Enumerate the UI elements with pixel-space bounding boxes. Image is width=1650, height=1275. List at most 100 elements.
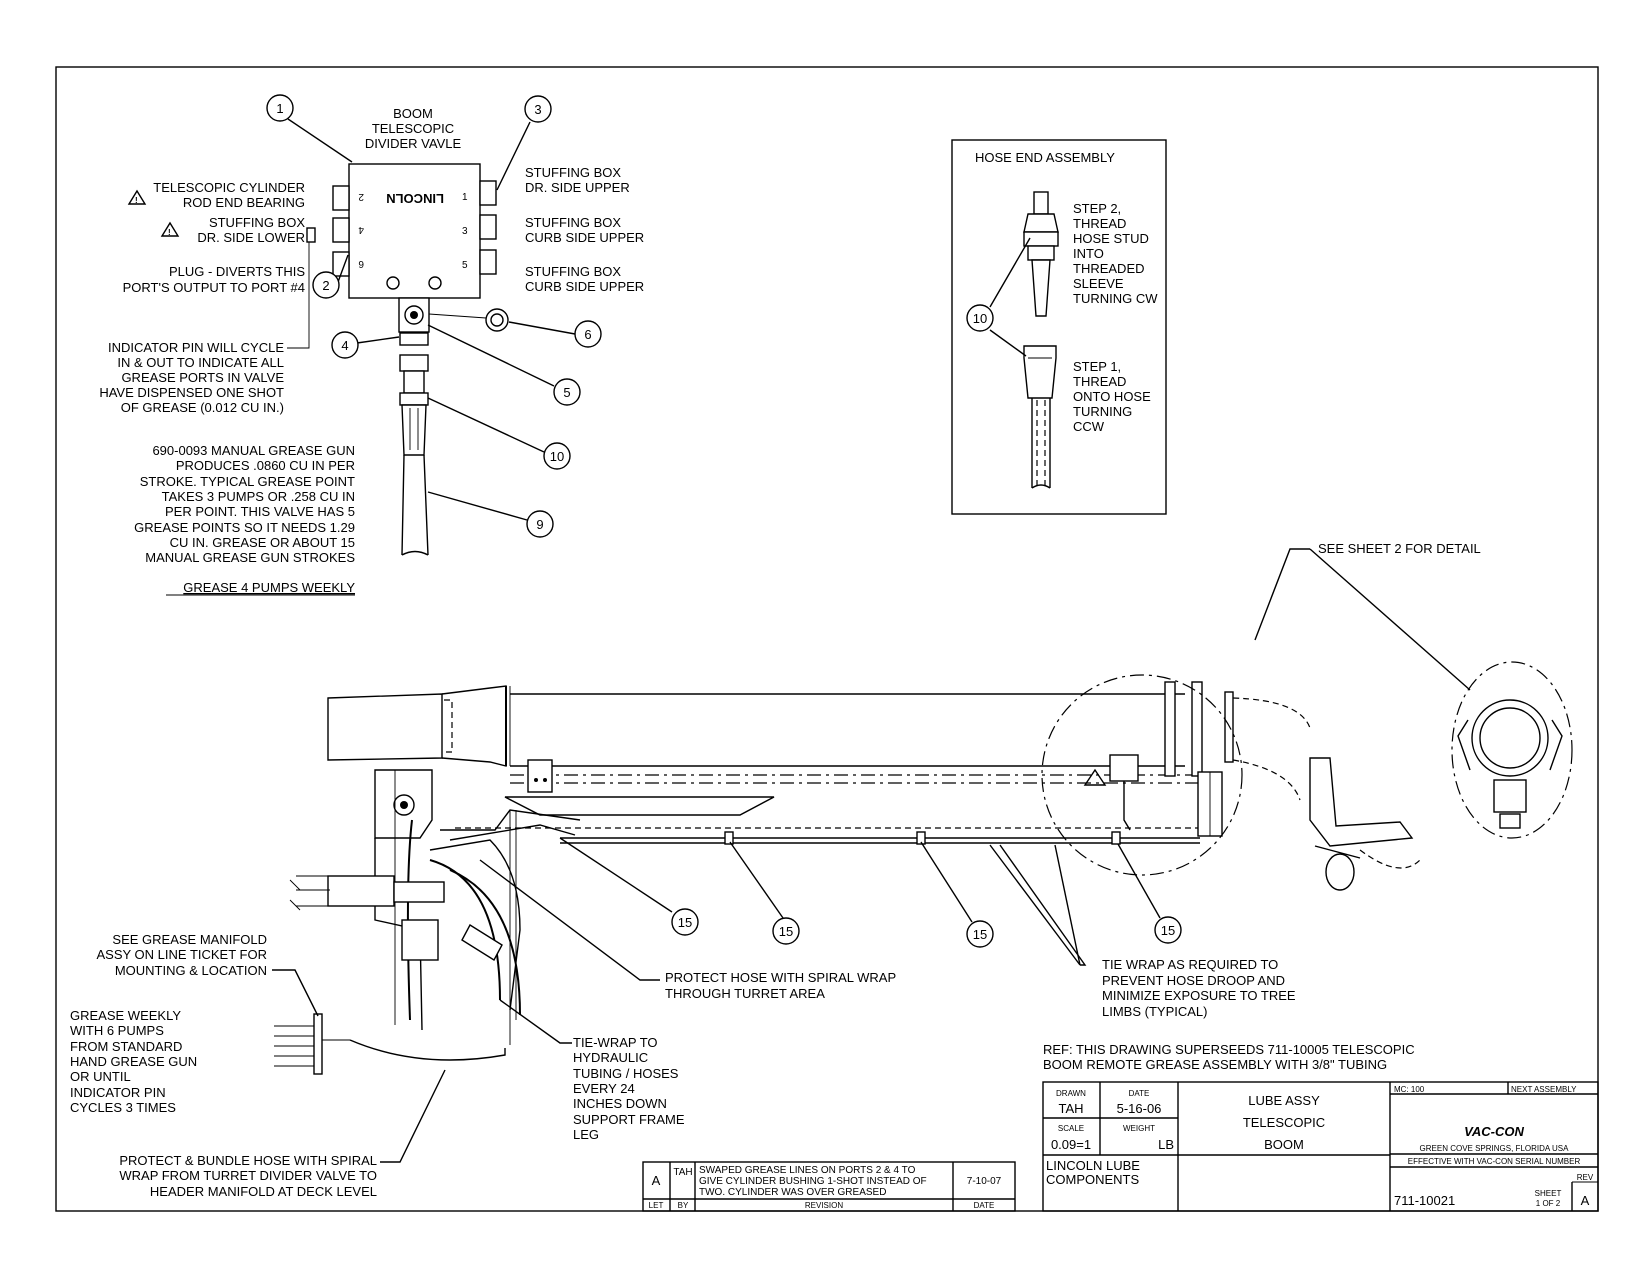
next-assembly: NEXT ASSEMBLY (1511, 1085, 1577, 1094)
callout-15 (1154, 916, 1182, 944)
hose-end-title: HOSE END ASSEMBLY (975, 150, 1115, 165)
callout-6 (574, 320, 602, 348)
svg-text:PROTECT HOSE WITH SPIRAL WRAP: PROTECT HOSE WITH SPIRAL WRAP (665, 970, 896, 985)
component-1: LINCOLN LUBE (1046, 1158, 1140, 1173)
svg-text:4: 4 (341, 338, 348, 353)
svg-text:ASSY ON LINE TICKET FOR: ASSY ON LINE TICKET FOR (97, 947, 268, 962)
see-sheet-2-note: SEE SHEET 2 FOR DETAIL (1318, 541, 1481, 556)
svg-text:6: 6 (584, 327, 591, 342)
svg-text:GREASE PORTS IN VALVE: GREASE PORTS IN VALVE (121, 370, 284, 385)
callout-15 (772, 917, 800, 945)
svg-text:WEIGHT: WEIGHT (1123, 1124, 1155, 1133)
svg-text:SEE GREASE MANIFOLD: SEE GREASE MANIFOLD (112, 932, 267, 947)
svg-text:OR UNTIL: OR UNTIL (70, 1069, 131, 1084)
company-location: GREEN COVE SPRINGS, FLORIDA USA (1420, 1144, 1570, 1153)
svg-text:MOUNTING & LOCATION: MOUNTING & LOCATION (115, 963, 267, 978)
svg-text:REVISION: REVISION (805, 1201, 843, 1210)
svg-text:INDICATOR PIN WILL CYCLE: INDICATOR PIN WILL CYCLE (108, 340, 284, 355)
title-block: DRAWN TAH DATE 5-16-06 SCALE 0.09=1 WEIG… (1042, 1081, 1599, 1212)
svg-text:CU IN. GREASE OR ABOUT 15: CU IN. GREASE OR ABOUT 15 (170, 535, 355, 550)
port-label-2: 2 (358, 191, 364, 202)
valve-title-line-1: BOOM (393, 106, 433, 121)
svg-text:15: 15 (973, 927, 987, 942)
svg-text:TIE-WRAP TO: TIE-WRAP TO (573, 1035, 658, 1050)
svg-text:SWAPED GREASE LINES ON PORTS 2: SWAPED GREASE LINES ON PORTS 2 & 4 TO (699, 1165, 916, 1176)
revision-by: TAH (673, 1167, 692, 1178)
callout-4 (331, 331, 359, 359)
end-view-detail (1451, 661, 1573, 839)
effective-serial: EFFECTIVE WITH VAC-CON SERIAL NUMBER (1408, 1157, 1581, 1166)
label-plug-2: PORT'S OUTPUT TO PORT #4 (123, 280, 305, 295)
grease-gun-note: 690-0093 MANUAL GREASE GUN PRODUCES .086… (134, 443, 355, 565)
svg-text:PROTECT & BUNDLE HOSE WITH SPI: PROTECT & BUNDLE HOSE WITH SPIRAL (119, 1153, 377, 1168)
svg-text:HOSE STUD: HOSE STUD (1073, 231, 1149, 246)
drawing-title-2: TELESCOPIC (1243, 1115, 1325, 1130)
valve-brand: LINCOLN (386, 191, 444, 206)
svg-text:MINIMIZE EXPOSURE TO TREE: MINIMIZE EXPOSURE TO TREE (1102, 988, 1296, 1003)
svg-text:TUBING / HOSES: TUBING / HOSES (573, 1066, 679, 1081)
label-rod-end-2: ROD END BEARING (183, 195, 305, 210)
revision-value: A (1581, 1193, 1590, 1208)
zerk-fitting (485, 308, 509, 332)
boom-assembly: 15 15 15 15 SEE SHEET 2 FOR DETAIL PROTE… (70, 541, 1573, 1199)
svg-text:TAKES 3 PUMPS OR .258 CU IN: TAKES 3 PUMPS OR .258 CU IN (162, 489, 355, 504)
tie-wrap-required-note: TIE WRAP AS REQUIRED TO PREVENT HOSE DRO… (1102, 957, 1296, 1019)
callout-2 (312, 271, 340, 299)
svg-text:CYCLES 3 TIMES: CYCLES 3 TIMES (70, 1100, 176, 1115)
hose-end-fitting (401, 404, 427, 456)
callout-1 (266, 94, 294, 122)
warning-icon (1083, 768, 1107, 786)
svg-text:THROUGH TURRET AREA: THROUGH TURRET AREA (665, 986, 825, 1001)
manifold-note: SEE GREASE MANIFOLD ASSY ON LINE TICKET … (97, 932, 268, 978)
grease-weekly-note: GREASE 4 PUMPS WEEKLY (183, 580, 355, 595)
svg-text:FROM STANDARD: FROM STANDARD (70, 1039, 182, 1054)
callout-15 (671, 908, 699, 936)
svg-text:ONTO HOSE: ONTO HOSE (1073, 389, 1151, 404)
svg-text:BOOM REMOTE GREASE ASSEMBLY WI: BOOM REMOTE GREASE ASSEMBLY WITH 3/8" TU… (1043, 1057, 1387, 1072)
label-stuffing-curb-4: CURB SIDE UPPER (525, 279, 644, 294)
valve-title-line-3: DIVIDER VAVLE (365, 136, 462, 151)
protect-spiral-note: PROTECT HOSE WITH SPIRAL WRAP THROUGH TU… (665, 970, 896, 1001)
svg-text:TURNING CW: TURNING CW (1073, 291, 1158, 306)
step-2-note: STEP 2, THREAD HOSE STUD INTO THREADED S… (1073, 201, 1158, 306)
svg-text:TIE WRAP AS REQUIRED TO: TIE WRAP AS REQUIRED TO (1102, 957, 1278, 972)
divider-valve-detail: BOOM TELESCOPIC DIVIDER VAVLE LINCOLN 2 … (99, 94, 644, 596)
tie-wrap-tubing-note: TIE-WRAP TO HYDRAULIC TUBING / HOSES EVE… (573, 1035, 685, 1142)
port-fitting-1 (479, 180, 497, 206)
callout-3 (524, 95, 552, 123)
warning-icon (160, 221, 180, 237)
detail-callout-circle (1041, 674, 1243, 876)
label-plug-1: PLUG - DIVERTS THIS (169, 264, 305, 279)
svg-text:HAVE DISPENSED ONE SHOT: HAVE DISPENSED ONE SHOT (99, 385, 284, 400)
svg-text:15: 15 (779, 924, 793, 939)
label-stuffing-dr-upper-2: DR. SIDE UPPER (525, 180, 630, 195)
port-fitting-5 (479, 249, 497, 275)
port-label-1: 1 (462, 192, 468, 203)
grease-6-pumps-note: GREASE WEEKLY WITH 6 PUMPS FROM STANDARD… (70, 1008, 197, 1115)
step-1-note: STEP 1, THREAD ONTO HOSE TURNING CCW (1073, 359, 1151, 434)
svg-text:BY: BY (678, 1201, 689, 1210)
svg-text:EVERY 24: EVERY 24 (573, 1081, 635, 1096)
svg-text:15: 15 (678, 915, 692, 930)
svg-text:9: 9 (536, 517, 543, 532)
svg-text:STROKE. TYPICAL GREASE POINT: STROKE. TYPICAL GREASE POINT (140, 474, 355, 489)
drawing-title-1: LUBE ASSY (1248, 1093, 1320, 1108)
svg-text:LET: LET (649, 1201, 664, 1210)
sheet-number: 1 OF 2 (1536, 1199, 1561, 1208)
hose-end-assembly-detail: HOSE END ASSEMBLY STEP 2, THREAD HOSE ST… (951, 139, 1167, 515)
svg-text:GIVE CYLINDER BUSHING 1-SHOT I: GIVE CYLINDER BUSHING 1-SHOT INSTEAD OF (699, 1176, 927, 1187)
port-label-5: 5 (462, 260, 468, 271)
svg-text:LEG: LEG (573, 1127, 599, 1142)
svg-text:CCW: CCW (1073, 419, 1105, 434)
svg-text:HAND GREASE GUN: HAND GREASE GUN (70, 1054, 197, 1069)
svg-text:INTO: INTO (1073, 246, 1104, 261)
svg-text:DATE: DATE (1129, 1089, 1150, 1098)
revision-date: 7-10-07 (967, 1176, 1002, 1187)
port-label-6: 6 (358, 258, 364, 269)
svg-text:LIMBS (TYPICAL): LIMBS (TYPICAL) (1102, 1004, 1207, 1019)
label-stuffing-dr-upper-1: STUFFING BOX (525, 165, 621, 180)
svg-text:2: 2 (322, 278, 329, 293)
valve-title-line-2: TELESCOPIC (372, 121, 454, 136)
svg-text:HYDRAULIC: HYDRAULIC (573, 1050, 648, 1065)
